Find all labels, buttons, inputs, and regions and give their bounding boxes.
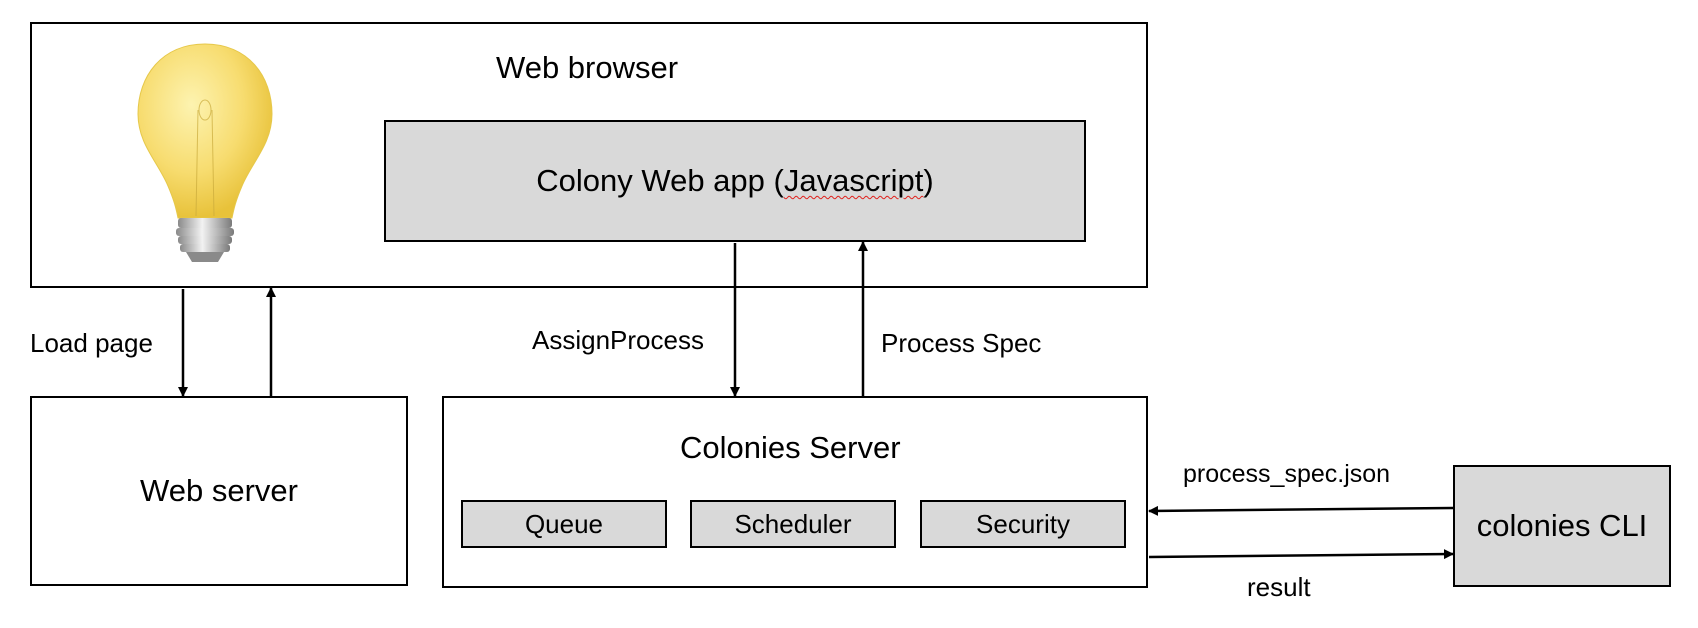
process-spec-json-label: process_spec.json: [1183, 460, 1391, 488]
web-app-title: Colony Web app (Javascript): [536, 163, 934, 198]
queue-label: Queue: [524, 508, 604, 539]
scheduler-box: Scheduler: [690, 500, 896, 548]
cli-box: colonies CLI: [1453, 465, 1671, 587]
queue-box: Queue: [461, 500, 667, 548]
web-server-title: Web server: [140, 473, 298, 508]
load-page-label: Load page: [30, 328, 153, 358]
result-arrow: [1148, 549, 1454, 560]
process-spec-label: Process Spec: [881, 328, 1042, 358]
web-server-box: Web server: [30, 396, 408, 586]
web-app-box: Colony Web app (Javascript): [384, 120, 1086, 242]
assign-process-label: AssignProcess: [532, 325, 704, 355]
security-box: Security: [920, 500, 1126, 548]
spell-check-underline: Javascript: [783, 163, 924, 198]
colonies-server-title: Colonies Server: [680, 430, 901, 465]
cli-title: colonies CLI: [1476, 508, 1648, 543]
result-label: result: [1247, 572, 1311, 602]
colonies-server-box: [442, 396, 1148, 588]
security-label: Security: [976, 508, 1070, 539]
light-bulb-icon: [137, 43, 273, 262]
scheduler-label: Scheduler: [734, 508, 852, 539]
process-spec-json-arrow: [1148, 505, 1454, 516]
web-browser-title: Web browser: [496, 50, 679, 85]
